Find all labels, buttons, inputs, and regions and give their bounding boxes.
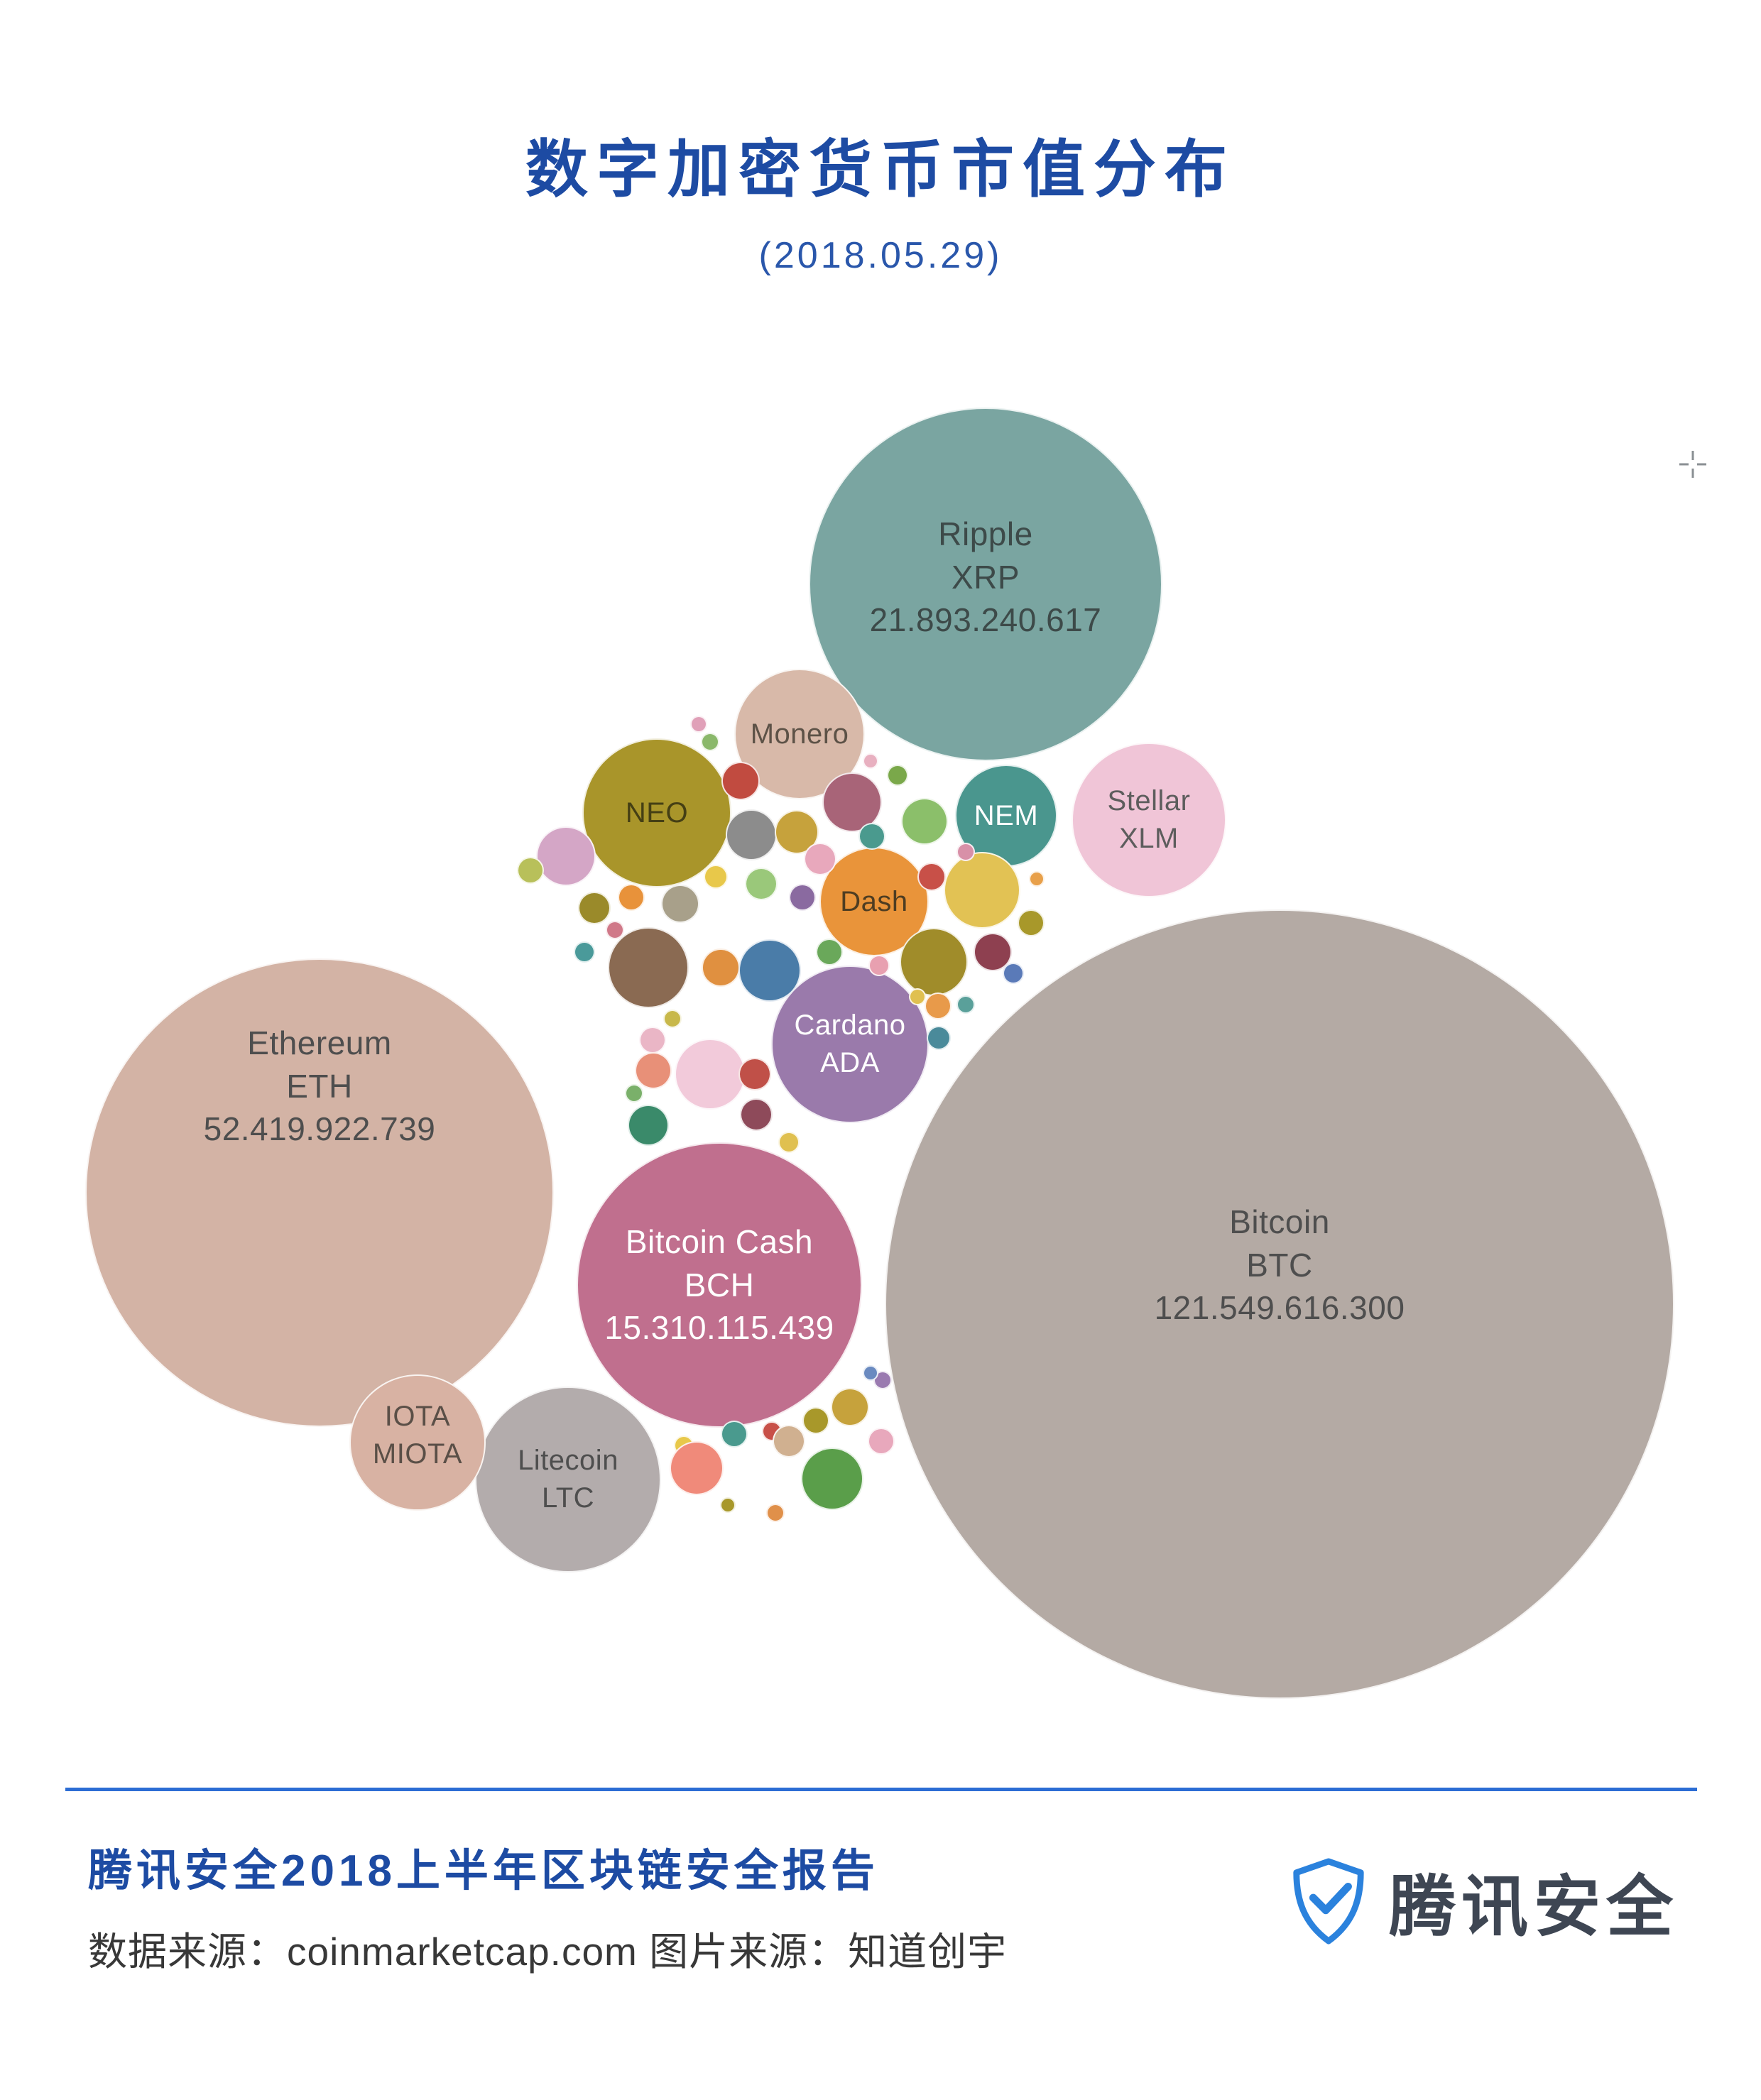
bubble-minor[interactable] <box>663 1010 682 1028</box>
bubble-minor[interactable] <box>822 772 882 832</box>
bubble-minor[interactable] <box>887 765 908 786</box>
bubble-minor[interactable] <box>868 1428 895 1455</box>
bubble-minor[interactable] <box>956 843 975 861</box>
bubble-minor[interactable] <box>702 948 740 987</box>
bubble-minor[interactable] <box>721 1421 748 1448</box>
crosshair-icon[interactable] <box>1674 446 1711 483</box>
bubble-label: NEM <box>974 799 1039 831</box>
bubble-minor[interactable] <box>831 1388 869 1426</box>
bubble-minor[interactable] <box>802 1407 829 1434</box>
bubble-minor[interactable] <box>944 852 1020 929</box>
bubble-label: NEO <box>625 797 689 828</box>
bubble-minor[interactable] <box>618 884 645 911</box>
bubble-minor[interactable] <box>625 1084 643 1103</box>
bubble-minor[interactable] <box>901 798 948 845</box>
bubble-minor[interactable] <box>1029 871 1045 887</box>
bubble-minor[interactable] <box>720 1497 736 1513</box>
bubble-minor[interactable] <box>701 733 719 751</box>
tencent-shield-icon <box>1287 1856 1370 1947</box>
bubble-minor[interactable] <box>639 1027 666 1054</box>
bubble-minor[interactable] <box>726 809 777 860</box>
bubble-minor[interactable] <box>740 1098 773 1131</box>
bubble-minor[interactable] <box>925 992 952 1019</box>
bubble-minor[interactable] <box>1003 963 1024 984</box>
bubble-minor[interactable] <box>816 939 843 966</box>
bubble-minor[interactable] <box>927 1026 951 1050</box>
brand-text: 腾讯安全 <box>1389 1869 1679 1944</box>
bubble-minor[interactable] <box>690 716 707 733</box>
bubble-minor[interactable] <box>900 928 968 996</box>
bubble-minor[interactable] <box>858 823 885 850</box>
bubble-minor[interactable] <box>873 1371 892 1389</box>
bubble-minor[interactable] <box>801 1448 863 1510</box>
bubble-minor[interactable] <box>773 1425 805 1458</box>
bubble-neo[interactable]: NEO <box>582 738 731 887</box>
report-title: 腾讯安全2018上半年区块链安全报告 <box>88 1847 879 1896</box>
bubble-minor[interactable] <box>721 762 760 800</box>
bubble-minor[interactable] <box>745 868 778 900</box>
bubble-label: Monero <box>750 718 849 750</box>
bubble-minor[interactable] <box>909 988 926 1005</box>
bubble-minor[interactable] <box>578 892 611 924</box>
page-title: 数字加密货币市值分布 <box>525 134 1236 204</box>
bubble-minor[interactable] <box>517 857 544 884</box>
bubble-minor[interactable] <box>661 885 699 923</box>
footer-divider <box>65 1788 1697 1791</box>
bubble-minor[interactable] <box>804 843 836 875</box>
bubble-minor[interactable] <box>766 1504 785 1522</box>
bubble-minor[interactable] <box>868 955 890 976</box>
bubble-minor[interactable] <box>1018 909 1045 936</box>
bubble-minor[interactable] <box>675 1039 746 1110</box>
bubble-minor[interactable] <box>789 884 816 911</box>
bubble-minor[interactable] <box>738 1058 771 1090</box>
bubble-minor[interactable] <box>536 826 596 886</box>
source-line: 数据来源：coinmarketcap.com 图片来源：知道创宇 <box>88 1930 1008 1974</box>
page-subtitle: (2018.05.29) <box>758 235 1003 276</box>
bubble-minor[interactable] <box>863 753 878 769</box>
bubble-minor[interactable] <box>608 927 689 1008</box>
bubble-minor[interactable] <box>704 865 728 889</box>
tencent-security-logo: 腾讯安全 <box>1287 1853 1679 1949</box>
bubble-minor[interactable] <box>670 1441 724 1495</box>
bubble-minor[interactable] <box>863 1365 878 1381</box>
bubble-minor[interactable] <box>628 1105 669 1146</box>
bubble-minor[interactable] <box>574 941 595 963</box>
bubble-minor[interactable] <box>606 921 624 939</box>
bubble-minor[interactable] <box>917 863 946 891</box>
bubble-minor[interactable] <box>635 1052 672 1089</box>
bubble-minor[interactable] <box>956 995 975 1014</box>
bubble-minor[interactable] <box>738 939 801 1002</box>
bubble-minor[interactable] <box>778 1132 800 1153</box>
bubble-label: Dash <box>840 885 908 917</box>
